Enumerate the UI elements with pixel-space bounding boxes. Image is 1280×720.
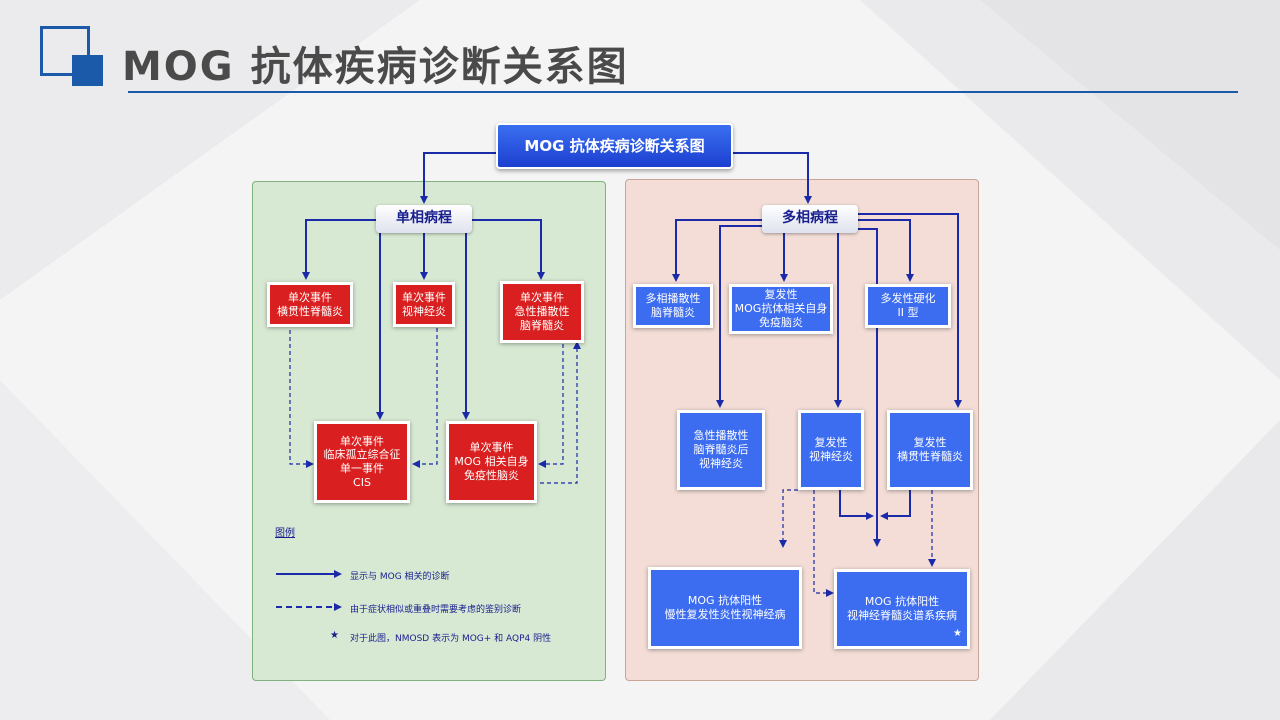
node-adem-optic-neuritis: 急性播散性 脑脊髓炎后 视神经炎 [677, 410, 765, 490]
node-relapsing-optic-neuritis: 复发性 视神经炎 [798, 410, 864, 490]
header-decoration-outline [40, 26, 90, 76]
arrow-root-to-multiphasic [733, 152, 812, 204]
nmosd-star-marker: ★ [953, 628, 962, 639]
legend-title: 图例 [275, 528, 295, 539]
node-ms-type-ii: 多发性硬化 II 型 [865, 284, 951, 328]
arrow-multi-to-madem [672, 219, 780, 282]
dashed-on-to-nmosd [813, 490, 834, 597]
page-title: MOG 抗体疾病诊断关系图 [122, 44, 629, 90]
dashed-mog-enc-to-adem [540, 341, 581, 484]
dashed-tm-to-cis [289, 330, 314, 468]
arrow-root-to-monophasic [420, 152, 496, 204]
node-single-optic-neuritis: 单次事件 视神经炎 [393, 282, 455, 327]
dashed-on-to-cis [412, 328, 438, 468]
node-single-mog-encephalitis: 单次事件 MOG 相关自身 免疫性脑炎 [446, 421, 537, 503]
arrow-on-merge [839, 489, 874, 520]
node-single-transverse-myelitis: 单次事件 横贯性脊髓炎 [267, 282, 353, 327]
arrow-mono-to-tm [302, 219, 380, 280]
legend-star-text: 对于此图，NMOSD 表示为 MOG+ 和 AQP4 阴性 [350, 634, 552, 644]
node-nmosd: MOG 抗体阳性 视神经脊髓炎谱系疾病 [834, 569, 970, 649]
multiphasic-header: 多相病程 [762, 205, 858, 233]
arrow-multi-to-nmosd [842, 228, 881, 547]
arrow-mono-to-adem [470, 219, 545, 280]
legend-dashed-text: 由于症状相似或重叠时需要考虑的鉴别诊断 [350, 605, 522, 615]
node-crion: MOG 抗体阳性 慢性复发性炎性视神经病 [648, 567, 802, 649]
monophasic-panel [252, 181, 606, 681]
node-single-cis: 单次事件 临床孤立综合征 单一事件 CIS [314, 421, 410, 503]
arrow-tm-merge [880, 489, 911, 520]
header-decoration-fill [72, 55, 103, 86]
arrow-multi-to-relapsing-tm [842, 213, 962, 408]
arrow-multi-to-ms2 [842, 219, 914, 282]
monophasic-header: 单相病程 [376, 205, 472, 233]
diagram-root-node: MOG 抗体疾病诊断关系图 [496, 123, 733, 169]
legend-solid-text: 显示与 MOG 相关的诊断 [350, 572, 450, 582]
dashed-on-to-crion [779, 489, 798, 548]
legend-star-icon: ★ [330, 630, 339, 641]
node-single-adem: 单次事件 急性播散性 脑脊髓炎 [500, 281, 584, 343]
dashed-adem-to-mog-enc [538, 344, 564, 468]
node-multiphasic-adem: 多相播散性 脑脊髓炎 [633, 284, 713, 328]
title-divider [128, 91, 1238, 93]
node-relapsing-transverse-myelitis: 复发性 横贯性脊髓炎 [887, 410, 973, 490]
node-relapsing-mog-encephalitis: 复发性 MOG抗体相关自身 免疫脑炎 [729, 284, 833, 334]
